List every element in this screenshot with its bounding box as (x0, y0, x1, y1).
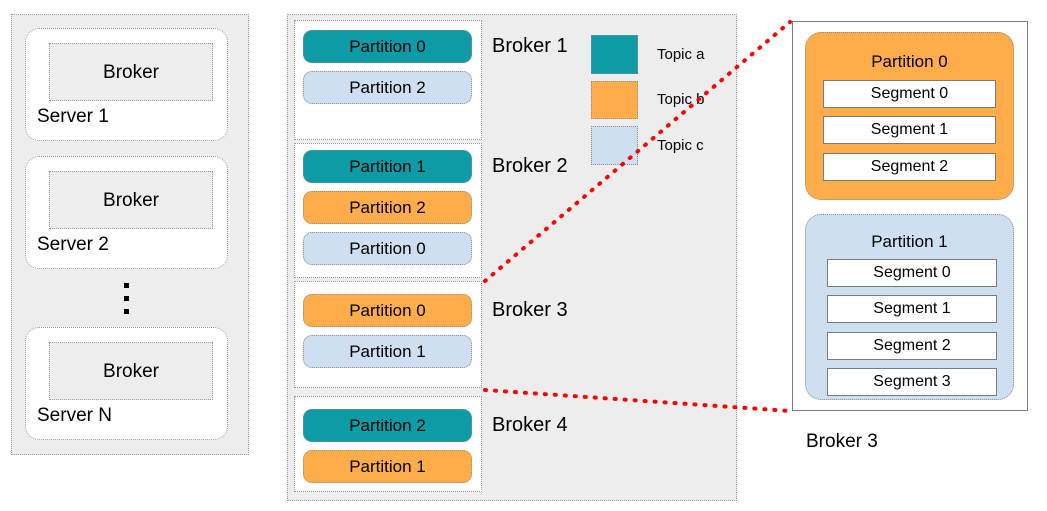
broker-box-n[interactable]: Broker (49, 342, 213, 400)
partition-label: Partition 0 (349, 301, 426, 320)
partition-broker1-1[interactable]: Partition 2 (303, 71, 472, 104)
broker-box-2[interactable]: Broker (49, 171, 213, 229)
legend-label-topic-a: Topic a (657, 45, 705, 63)
legend-swatch-topic-c (591, 126, 638, 165)
partition-broker1-0[interactable]: Partition 0 (303, 30, 472, 63)
partition-broker2-2[interactable]: Partition 0 (303, 232, 472, 265)
detail-partition-1-segment-2[interactable]: Segment 2 (827, 332, 997, 360)
detail-partition-0-title: Partition 0 (871, 51, 948, 71)
partition-broker4-1[interactable]: Partition 1 (303, 450, 472, 483)
legend-label-topic-c: Topic c (657, 136, 704, 154)
vertical-ellipsis-icon (124, 283, 129, 323)
partition-broker4-0[interactable]: Partition 2 (303, 409, 472, 442)
partition-broker3-0[interactable]: Partition 0 (303, 294, 472, 327)
partition-broker3-1[interactable]: Partition 1 (303, 335, 472, 368)
broker-name-4: Broker 4 (492, 414, 568, 436)
detail-partition-0-segment-1[interactable]: Segment 1 (823, 116, 996, 144)
partition-broker2-0[interactable]: Partition 1 (303, 150, 472, 183)
legend-swatch-topic-a (591, 35, 638, 74)
partition-label: Partition 1 (349, 157, 426, 176)
segment-label: Segment 1 (873, 300, 951, 317)
partition-label: Partition 1 (349, 457, 426, 476)
broker-box-label: Broker (103, 61, 159, 83)
segment-label: Segment 3 (873, 373, 951, 390)
detail-caption: Broker 3 (806, 430, 878, 452)
segment-label: Segment 2 (873, 337, 951, 354)
segment-label: Segment 0 (870, 85, 949, 102)
partition-label: Partition 2 (349, 416, 426, 435)
server-label-1: Server 1 (37, 105, 109, 127)
partition-label: Partition 2 (349, 198, 426, 217)
detail-partition-0-segment-0[interactable]: Segment 0 (823, 80, 996, 108)
partition-label: Partition 0 (349, 239, 426, 258)
broker-box-label: Broker (103, 360, 159, 382)
detail-partition-1-segment-0[interactable]: Segment 0 (827, 259, 997, 287)
detail-partition-1-segment-3[interactable]: Segment 3 (827, 368, 997, 396)
segment-label: Segment 2 (870, 158, 949, 175)
legend-swatch-topic-b (591, 81, 638, 119)
partition-broker2-1[interactable]: Partition 2 (303, 191, 472, 224)
detail-partition-1-segment-1[interactable]: Segment 1 (827, 295, 997, 323)
partition-label: Partition 0 (349, 37, 426, 56)
segment-label: Segment 1 (870, 121, 949, 138)
legend-label-topic-b: Topic b (657, 90, 705, 108)
detail-partition-1-title: Partition 1 (871, 231, 948, 251)
server-label-2: Server 2 (37, 233, 109, 255)
broker-box-1[interactable]: Broker (49, 43, 213, 101)
broker-box-label: Broker (103, 189, 159, 211)
segment-label: Segment 0 (873, 264, 951, 281)
broker-name-3: Broker 3 (492, 299, 568, 321)
partition-label: Partition 1 (349, 342, 426, 361)
partition-label: Partition 2 (349, 78, 426, 97)
server-label-n: Server N (37, 404, 112, 426)
detail-partition-0-segment-2[interactable]: Segment 2 (823, 153, 996, 181)
